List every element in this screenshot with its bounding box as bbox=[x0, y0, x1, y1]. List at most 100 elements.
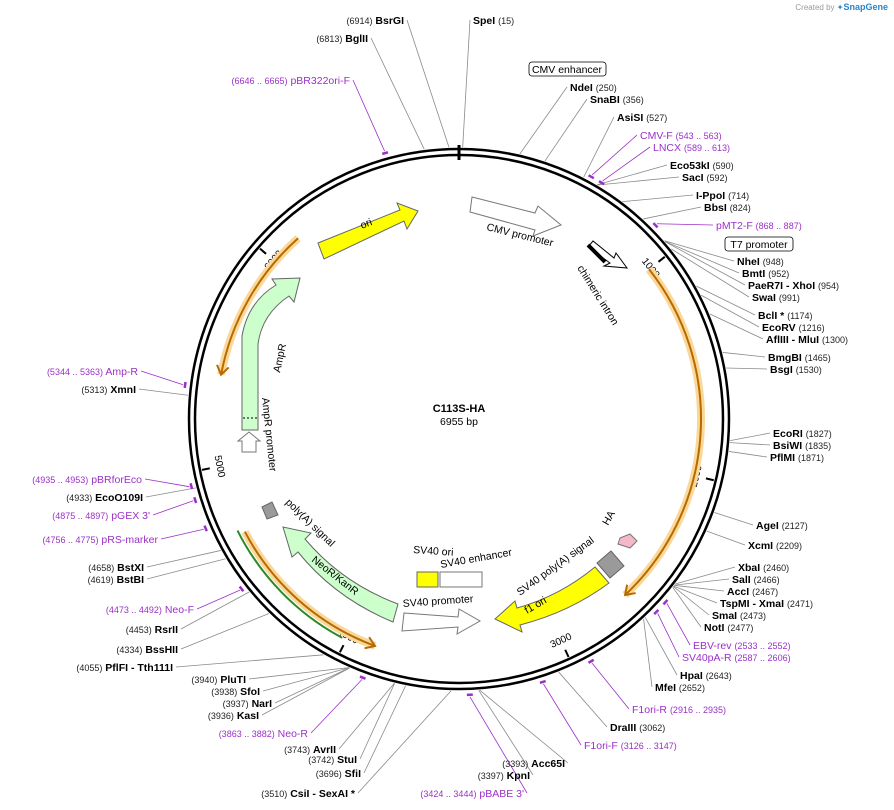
enzyme-name: EcoRV bbox=[762, 322, 796, 334]
enzyme-leader bbox=[180, 591, 250, 630]
enzyme-position: (592) bbox=[707, 173, 728, 183]
enzyme-leader bbox=[673, 585, 718, 604]
primer-range: (4875 .. 4897) bbox=[52, 511, 108, 521]
enzyme-leader bbox=[180, 613, 270, 650]
enzyme-leader bbox=[672, 587, 702, 628]
enzyme-name-alt: SexAI * bbox=[319, 788, 356, 800]
enzyme-leader bbox=[370, 37, 425, 150]
enzyme-leader bbox=[357, 690, 452, 794]
enzyme-position: (6914) bbox=[346, 16, 372, 26]
primer-mark bbox=[381, 151, 389, 156]
enzyme-name: SmaI bbox=[712, 610, 737, 622]
enzyme-leader bbox=[675, 566, 736, 585]
enzyme-label: AflIII - MluI (1300) bbox=[766, 334, 848, 346]
enzyme-name: PaeR7I bbox=[748, 280, 783, 292]
orf-line bbox=[624, 268, 702, 596]
enzyme-label: NheI (948) bbox=[737, 256, 784, 268]
t7-promoter-box bbox=[724, 236, 794, 252]
primer-leader bbox=[657, 613, 680, 658]
enzyme-name: RsrII bbox=[155, 624, 178, 636]
enzyme-label: BmtI (952) bbox=[742, 268, 789, 280]
enzyme-leader bbox=[359, 683, 395, 760]
enzyme-leader bbox=[478, 690, 534, 776]
orf-arcs bbox=[216, 235, 705, 650]
enzyme-position: (3510) bbox=[261, 789, 287, 799]
enzyme-label: XbaI (2460) bbox=[738, 562, 789, 574]
enzyme-leader bbox=[643, 206, 702, 220]
primer-name: CMV-F bbox=[640, 130, 673, 142]
enzyme-leader bbox=[664, 241, 740, 274]
enzyme-label: AccI (2467) bbox=[727, 586, 778, 598]
primer-mark bbox=[652, 222, 659, 229]
primer-label: (4875 .. 4897) pGEX 3' bbox=[52, 510, 150, 522]
credit-prefix: Created by bbox=[795, 3, 835, 12]
enzyme-name: I-PpoI bbox=[696, 190, 725, 202]
primer-name: pBR322ori-F bbox=[290, 75, 350, 87]
enzyme-position: (1465) bbox=[805, 353, 831, 363]
enzyme-position: (3062) bbox=[639, 723, 665, 733]
f1-ori-feature bbox=[494, 566, 610, 633]
enzyme-label: BmgBI (1465) bbox=[768, 352, 831, 364]
enzyme-label: SmaI (2473) bbox=[712, 610, 766, 622]
primer-range: (3126 .. 3147) bbox=[621, 741, 677, 751]
enzyme-position: (2471) bbox=[787, 599, 813, 609]
enzyme-leader bbox=[643, 618, 653, 688]
feature-shapes bbox=[236, 196, 638, 635]
enzyme-position: (1835) bbox=[805, 441, 831, 451]
enzyme-position: (5313) bbox=[81, 385, 107, 395]
enzyme-leader bbox=[622, 194, 694, 203]
enzyme-name: BsiWI bbox=[773, 440, 802, 452]
enzyme-name: SfiI bbox=[345, 768, 361, 780]
enzyme-label: (4055) PflFI - Tth111I bbox=[76, 662, 173, 674]
enzyme-name: BmtI bbox=[742, 268, 765, 280]
credit-brand: SnapGene bbox=[843, 2, 888, 12]
enzyme-name: NheI bbox=[737, 256, 760, 268]
enzyme-position: (1174) bbox=[787, 311, 812, 321]
primer-mark bbox=[587, 658, 595, 664]
enzyme-position: (2652) bbox=[679, 683, 705, 693]
enzyme-position: (2467) bbox=[752, 587, 778, 597]
primer-label: (3863 .. 3882) Neo-R bbox=[219, 728, 309, 740]
enzyme-leader bbox=[726, 367, 768, 370]
primer-name: pMT2-F bbox=[716, 220, 753, 232]
enzyme-label: (6813) BglII bbox=[316, 33, 368, 45]
enzyme-name: BsgI bbox=[770, 364, 793, 376]
primer-name: Amp-R bbox=[105, 366, 138, 378]
primer-leader bbox=[144, 478, 190, 488]
enzyme-position: (590) bbox=[713, 161, 734, 171]
enzyme-leader bbox=[597, 164, 668, 186]
enzyme-position: (3936) bbox=[208, 711, 234, 721]
orf-arrowhead bbox=[364, 636, 377, 650]
enzyme-name: NdeI bbox=[570, 82, 593, 94]
primer-range: (2533 .. 2552) bbox=[734, 641, 790, 651]
ori-label: ori bbox=[359, 216, 374, 231]
enzyme-position: (714) bbox=[728, 191, 749, 201]
enzyme-label: BsgI (1530) bbox=[770, 364, 822, 376]
enzyme-label: (3936) KasI bbox=[208, 710, 259, 722]
primer-range: (543 .. 563) bbox=[676, 131, 722, 141]
sv40-promoter-label: SV40 promoter bbox=[402, 593, 474, 610]
enzyme-label: (3938) SfoI bbox=[211, 686, 260, 698]
primer-leader bbox=[666, 603, 691, 646]
enzyme-leader bbox=[544, 98, 588, 162]
primer-leader bbox=[656, 223, 714, 226]
enzyme-leader bbox=[674, 584, 725, 592]
enzyme-label: (4933) EcoO109I bbox=[66, 492, 143, 504]
label-leader-lines bbox=[138, 19, 771, 794]
primer-label: (5344 .. 5363) Amp-R bbox=[47, 366, 138, 378]
enzyme-leader bbox=[262, 667, 350, 692]
enzyme-name: AsiSI bbox=[617, 112, 643, 124]
primer-leader bbox=[152, 500, 194, 516]
enzyme-position: (4453) bbox=[126, 625, 152, 635]
enzyme-name: XmnI bbox=[110, 384, 136, 396]
enzyme-label: (4619) BstBI bbox=[88, 574, 144, 586]
enzyme-position: (2477) bbox=[727, 623, 753, 633]
primer-name: Neo-F bbox=[165, 604, 194, 616]
enzyme-label: PflMI (1871) bbox=[770, 452, 824, 464]
primer-label: EBV-rev (2533 .. 2552) bbox=[693, 640, 790, 652]
primer-leader bbox=[602, 146, 651, 182]
primer-leader bbox=[196, 589, 241, 610]
ori-feature bbox=[317, 202, 419, 260]
enzyme-position: (2460) bbox=[763, 563, 789, 573]
